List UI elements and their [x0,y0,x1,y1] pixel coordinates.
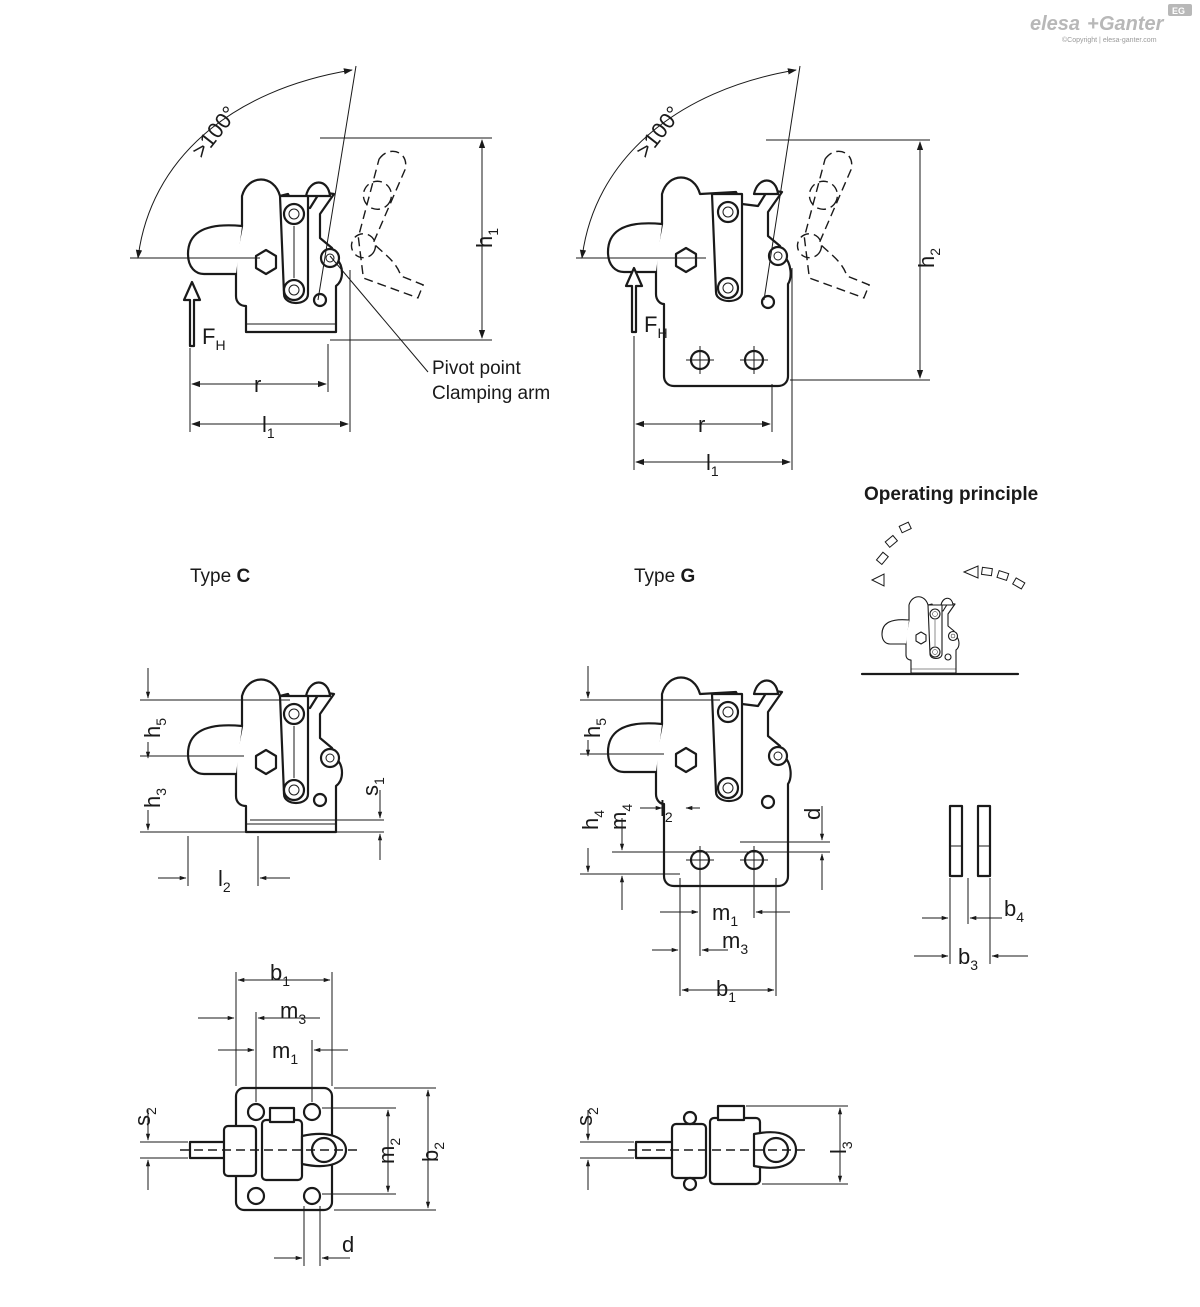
angle-label-left: >100° [186,101,242,162]
brand-badge-box [1168,4,1192,16]
brand-plus: + [1087,13,1099,35]
m1-label-c: m1 [272,1038,298,1067]
view-type-g-top: s2 l3 [572,1104,855,1192]
b1-label-c: b1 [270,960,290,989]
angle-label-right: >100° [630,101,686,162]
view-type-c-side: h5 h3 s1 l2 [140,668,387,895]
operating-principle-title: Operating principle [864,484,1038,505]
m3-label-g: m3 [722,928,748,957]
s2-label-g: s2 [572,1107,601,1126]
l3-label: l3 [826,1141,855,1154]
type-g-title: Type G [634,566,695,587]
fh-label-right: FH [644,312,668,341]
fh-label-left: FH [202,324,226,353]
h2-label: h2 [914,248,943,268]
brand-badge: EG [1172,6,1185,16]
arm-section-view: b4 b3 [914,804,1028,973]
type-c-title: Type C [190,566,250,587]
view-type-c-top: b1 m3 m1 b2 m2 s2 d [130,960,447,1266]
pivot-point-label: Pivot point [432,358,521,379]
view-type-g-side: h5 h4 m4 l2 d m1 m3 b1 [578,666,830,1005]
r-label-right: r [698,412,705,437]
d-label-c: d [342,1232,354,1257]
clamping-arm-label: Clamping arm [432,383,550,404]
s1-label: s1 [358,777,387,796]
b3-label: b3 [958,944,978,973]
h5-label-g: h5 [580,718,609,738]
brand-logo: elesa + Ganter EG ©Copyright | elesa-gan… [1030,4,1192,44]
s2-label-c: s2 [130,1107,159,1126]
b2-label: b2 [418,1142,447,1162]
m2-label: m2 [374,1138,403,1164]
brand-ganter: Ganter [1099,13,1165,35]
m3-label-c: m3 [280,998,306,1027]
view-top-left: >100° FH h1 Pivot point Clamping arm r l… [130,65,550,441]
l1-label-right: l1 [706,450,719,479]
operating-principle: Operating principle [860,484,1038,676]
brand-elesa: elesa [1030,13,1080,35]
b1-label-g: b1 [716,976,736,1005]
m1-label-g: m1 [712,900,738,929]
l2-label-c: l2 [218,866,231,895]
h4-label: h4 [578,810,607,830]
r-label-left: r [254,372,261,397]
m4-label: m4 [606,804,635,830]
b4-label: b4 [1004,896,1024,925]
h5-label-c: h5 [140,718,169,738]
brand-copyright: ©Copyright | elesa-ganter.com [1062,36,1157,44]
l2-label-g: l2 [660,796,673,825]
d-label-g: d [800,808,825,820]
h3-label: h3 [140,788,169,808]
h1-label: h1 [472,228,501,248]
l1-label-left: l1 [262,412,275,441]
view-top-right: >100° FH h2 r l1 [576,65,943,479]
